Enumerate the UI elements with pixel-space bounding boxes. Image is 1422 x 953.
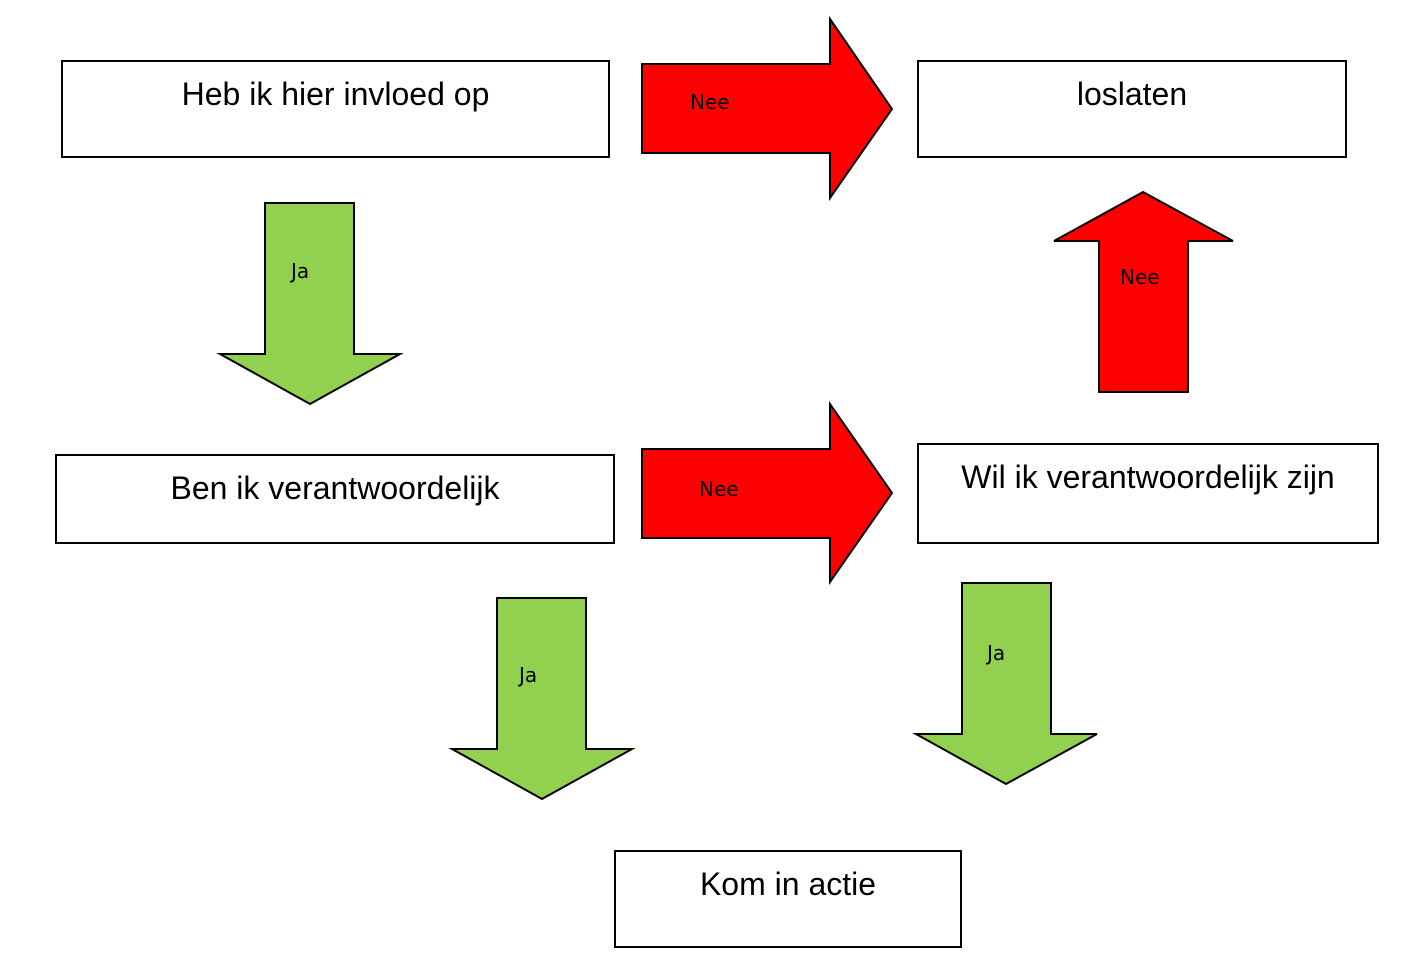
arrow-responsible-no-label: Nee xyxy=(699,477,739,501)
arrow-influence-no xyxy=(641,15,894,202)
arrow-want-no xyxy=(1053,190,1234,393)
arrow-influence-no-label: Nee xyxy=(690,90,730,114)
node-influence-label: Heb ik hier invloed op xyxy=(181,76,490,112)
node-responsible: Ben ik verantwoordelijk xyxy=(55,454,615,544)
node-act: Kom in actie xyxy=(614,850,962,948)
node-act-label: Kom in actie xyxy=(699,866,877,902)
node-want-responsible: Wil ik verantwoordelijk zijn xyxy=(917,443,1379,544)
arrow-responsible-yes xyxy=(448,597,636,801)
arrow-influence-yes-label: Ja xyxy=(289,259,309,283)
arrow-influence-yes xyxy=(216,202,404,406)
arrow-want-yes xyxy=(912,582,1098,786)
node-want-responsible-label: Wil ik verantwoordelijk zijn xyxy=(961,459,1335,495)
node-influence: Heb ik hier invloed op xyxy=(61,60,610,158)
node-let-go: loslaten xyxy=(917,60,1347,158)
arrow-want-yes-label: Ja xyxy=(985,641,1005,665)
arrow-responsible-no xyxy=(641,400,894,586)
arrow-responsible-yes-label: Ja xyxy=(517,663,537,687)
node-let-go-label: loslaten xyxy=(1076,76,1188,112)
arrow-want-no-label: Nee xyxy=(1120,265,1160,289)
node-responsible-label: Ben ik verantwoordelijk xyxy=(170,470,500,506)
